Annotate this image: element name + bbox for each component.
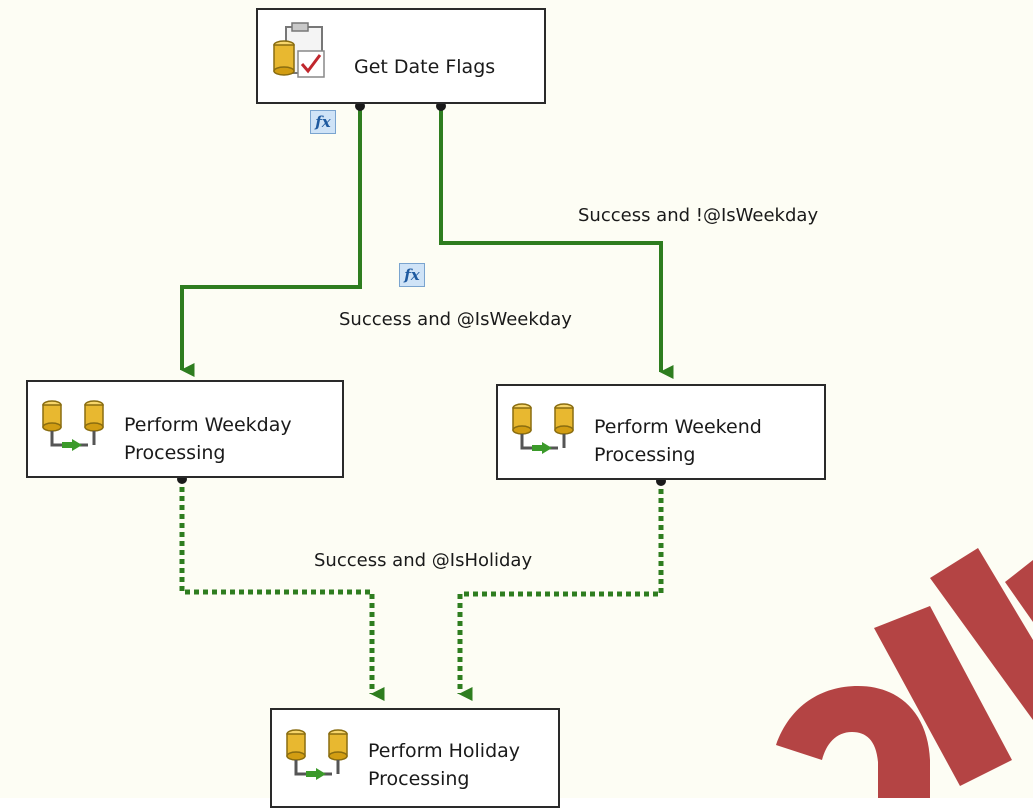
data-flow-task-icon <box>508 400 580 464</box>
connector-weekday-holiday[interactable] <box>179 478 385 701</box>
constraint-label-not-weekday: Success and !@IsWeekday <box>578 205 819 226</box>
task-label-line1: Perform Holiday <box>368 740 521 762</box>
data-flow-task-icon <box>38 397 110 461</box>
watermark-stroke <box>874 606 1012 786</box>
script-task-icon <box>268 21 334 91</box>
connector-weekday[interactable] <box>180 105 362 377</box>
watermark-stroke <box>776 686 930 798</box>
connector-weekend-holiday[interactable] <box>457 480 664 701</box>
task-perform-holiday-processing[interactable]: Perform Holiday Processing <box>270 708 560 808</box>
expression-icon[interactable]: fx <box>310 110 336 134</box>
constraint-label-holiday: Success and @IsHoliday <box>314 550 533 571</box>
task-label-line2: Processing <box>594 444 696 466</box>
watermark-stroke <box>1005 560 1033 622</box>
constraint-label-weekday: Success and @IsWeekday <box>339 309 572 330</box>
task-label: Get Date Flags <box>354 56 496 78</box>
task-perform-weekend-processing[interactable]: Perform Weekend Processing <box>496 384 826 480</box>
watermark-stroke <box>930 548 1033 720</box>
connector-weekend[interactable] <box>439 105 674 379</box>
data-flow-task-icon <box>282 726 354 790</box>
task-get-date-flags[interactable]: Get Date Flags <box>256 8 546 104</box>
task-label-line1: Perform Weekday <box>124 414 292 436</box>
task-label-line1: Perform Weekend <box>594 416 762 438</box>
task-label-line2: Processing <box>368 768 470 790</box>
task-label-line2: Processing <box>124 442 226 464</box>
task-perform-weekday-processing[interactable]: Perform Weekday Processing <box>26 380 344 478</box>
expression-icon[interactable]: fx <box>399 263 425 287</box>
